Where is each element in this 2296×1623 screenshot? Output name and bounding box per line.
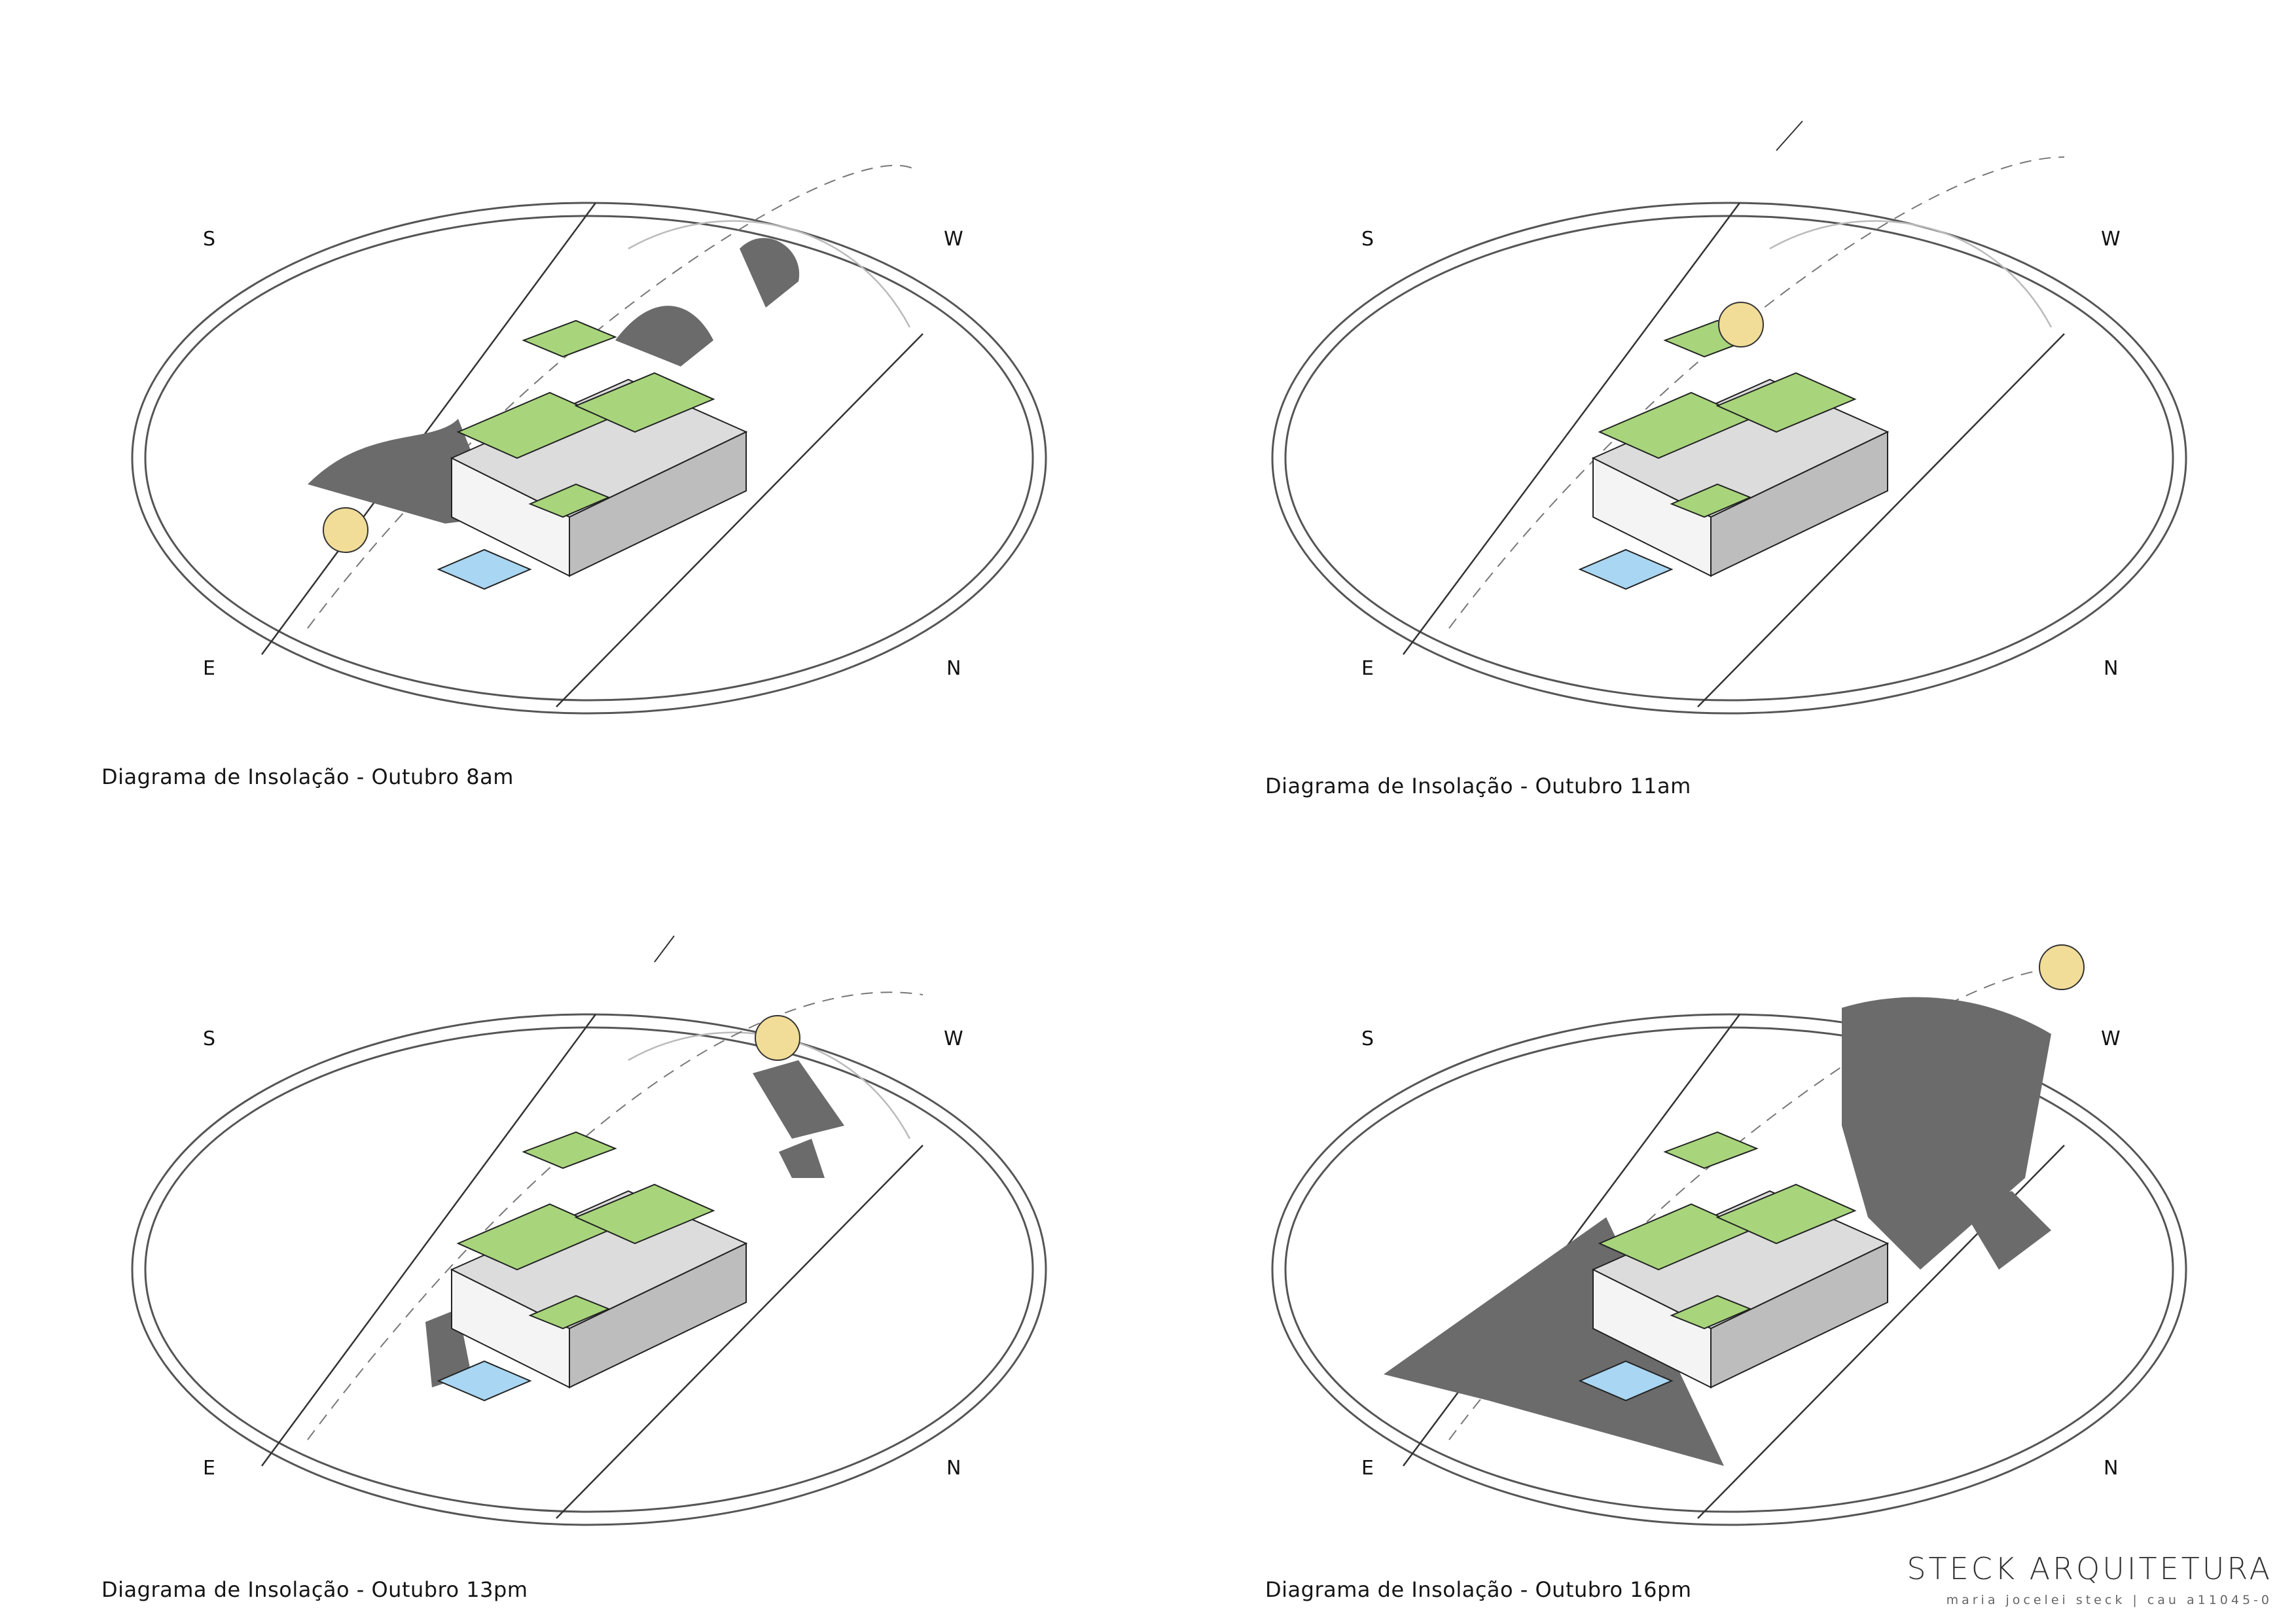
insolation-diagram-8am bbox=[131, 164, 1047, 715]
sun-ray bbox=[654, 935, 675, 963]
roof-slab bbox=[528, 1294, 611, 1330]
caption-16pm: Diagrama de Insolação - Outubro 16pm bbox=[1265, 1577, 1692, 1602]
roof-slab bbox=[1715, 372, 1857, 433]
sun-path bbox=[1448, 156, 2065, 629]
roof-slab bbox=[1670, 1294, 1752, 1330]
panel-16pm: S W E N Diagrama de Insolação - Outubro … bbox=[1148, 812, 2296, 1623]
compass-west: W bbox=[944, 1027, 963, 1050]
compass-south: S bbox=[1361, 1027, 1374, 1050]
roof-slab bbox=[528, 483, 611, 518]
pool bbox=[1578, 1360, 1674, 1402]
roof-slab bbox=[1715, 1183, 1857, 1245]
compass-south: S bbox=[203, 1027, 216, 1050]
compass-south: S bbox=[1361, 228, 1374, 251]
sun-ray bbox=[1776, 120, 1803, 151]
insolation-diagram-16pm bbox=[1271, 944, 2187, 1526]
sun bbox=[323, 507, 368, 553]
roof-slab bbox=[1670, 483, 1752, 518]
shadows bbox=[308, 238, 800, 524]
brand-credit: maria jocelei steck | cau a11045-0 bbox=[1946, 1593, 2272, 1607]
panel-8am: S W E N Diagrama de Insolação - Outubro … bbox=[0, 0, 1148, 812]
compass-east: E bbox=[1361, 1457, 1374, 1480]
sun-path bbox=[307, 991, 924, 1440]
compass-north: N bbox=[946, 657, 961, 680]
roof-slab bbox=[522, 319, 617, 358]
building bbox=[437, 1131, 748, 1402]
pool bbox=[1578, 548, 1674, 590]
sun bbox=[755, 1015, 800, 1061]
compass-east: E bbox=[1361, 657, 1374, 680]
compass-north: N bbox=[2104, 657, 2119, 680]
compass-ring bbox=[131, 1013, 1047, 1526]
compass-south: S bbox=[203, 228, 216, 251]
compass-west: W bbox=[944, 228, 963, 251]
insolation-diagram-13pm bbox=[131, 935, 1047, 1526]
site-plot bbox=[1402, 202, 2065, 707]
site-plot bbox=[260, 202, 924, 707]
compass-east: E bbox=[203, 1457, 215, 1480]
building bbox=[437, 319, 748, 590]
caption-13pm: Diagrama de Insolação - Outubro 13pm bbox=[101, 1577, 528, 1602]
sun bbox=[2039, 944, 2085, 990]
sun bbox=[1718, 302, 1764, 348]
roof-slab bbox=[574, 1183, 715, 1245]
pool bbox=[437, 1360, 532, 1402]
brand-name: STECK ARQUITETURA bbox=[1907, 1551, 2272, 1586]
pool bbox=[437, 548, 532, 590]
building bbox=[1578, 319, 1890, 590]
panel-11am: S W E N Diagrama de Insolação - Outubro … bbox=[1148, 0, 2296, 812]
building bbox=[1578, 1131, 1890, 1402]
panel-13pm: S W E N Diagrama de Insolação - Outubro … bbox=[0, 812, 1148, 1623]
roof-slab bbox=[574, 372, 715, 433]
caption-11am: Diagrama de Insolação - Outubro 11am bbox=[1265, 774, 1691, 798]
insolation-diagram-11am bbox=[1271, 120, 2187, 715]
compass-east: E bbox=[203, 657, 215, 680]
compass-north: N bbox=[2104, 1457, 2119, 1480]
compass-west: W bbox=[2101, 228, 2121, 251]
shadows bbox=[1384, 997, 2051, 1466]
compass-west: W bbox=[2101, 1027, 2121, 1050]
compass-ring bbox=[131, 202, 1047, 715]
brand-block: STECK ARQUITETURA maria jocelei steck | … bbox=[1907, 1551, 2272, 1607]
roof-slab bbox=[1663, 1131, 1759, 1169]
roof-slab bbox=[522, 1131, 617, 1169]
compass-north: N bbox=[946, 1457, 961, 1480]
caption-8am: Diagrama de Insolação - Outubro 8am bbox=[101, 764, 514, 789]
